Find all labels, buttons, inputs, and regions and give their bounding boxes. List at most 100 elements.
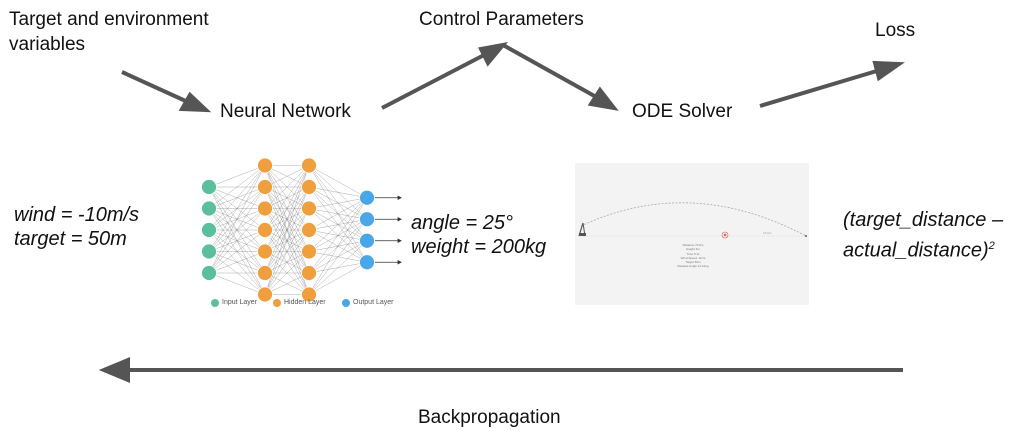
legend-input: Input Layer <box>211 298 257 308</box>
loss-formula-line1: (target_distance – <box>843 209 1004 231</box>
nn-connection <box>208 165 266 188</box>
target-env-label-line2: variables <box>9 34 86 55</box>
loss-formula-body: actual_distance) <box>843 239 989 262</box>
stat-time: Time 5.1s <box>686 251 700 256</box>
nn-connection <box>264 186 310 295</box>
legend-output-swatch <box>342 299 350 307</box>
nn-connection <box>264 165 310 274</box>
nn-connection <box>208 165 266 252</box>
stat-distance: Distance 72.0m <box>682 243 704 247</box>
distance-marker: 72.0m <box>763 231 772 235</box>
target-input: target = 50m <box>14 228 127 250</box>
simulation-stats: Distance 72.0m Height 4m Time 5.1s Wind … <box>663 243 723 269</box>
nn-connection <box>208 272 266 295</box>
nn-output-arrow-head <box>397 195 402 201</box>
legend-hidden: Hidden Layer <box>273 298 326 308</box>
nn-connection <box>264 208 310 295</box>
nn-hidden-node <box>257 286 273 303</box>
arrow-ode-to-loss <box>759 68 881 108</box>
target-env-label-line1: Target and environment <box>9 9 209 30</box>
nn-connection <box>208 229 266 274</box>
neural-network-label: Neural Network <box>220 101 351 122</box>
legend-output: Output Layer <box>342 298 393 308</box>
nn-hidden-node <box>257 200 273 217</box>
landing-point <box>805 235 807 237</box>
nn-connection <box>308 219 368 295</box>
nn-hidden-node <box>301 222 317 238</box>
nn-connection <box>308 262 368 295</box>
legend-hidden-swatch <box>273 299 281 307</box>
stat-target: Target 50m <box>685 260 701 265</box>
nn-connection <box>264 165 310 209</box>
nn-output-node <box>359 254 375 271</box>
nn-connection <box>308 240 368 295</box>
nn-hidden-node <box>301 179 317 195</box>
nn-connection <box>308 197 368 295</box>
arrow-ode-to-loss-head <box>872 60 905 82</box>
nn-connection <box>308 197 368 231</box>
nn-hidden-node <box>257 265 273 281</box>
nn-hidden-node <box>257 243 273 260</box>
trajectory-plot: 72.0m <box>578 202 807 239</box>
arrow-params-to-ode-head <box>587 86 619 111</box>
nn-connection <box>208 186 266 274</box>
nn-output-node <box>359 232 375 249</box>
weight-output: weight = 200kg <box>411 236 547 258</box>
legend-output-label: Output Layer <box>353 299 394 306</box>
nn-input-node <box>201 179 217 195</box>
nn-input-node <box>201 222 217 238</box>
stat-release-angle: Release Angle 12.1deg <box>677 264 709 269</box>
arrow-inputs-to-nn <box>121 70 191 105</box>
arrow-nn-to-params-head <box>478 42 509 67</box>
nn-input-node <box>201 265 217 281</box>
nn-connection <box>264 251 310 295</box>
nn-output-arrow-head <box>397 259 402 265</box>
nn-connection <box>264 272 310 295</box>
nn-hidden-node <box>257 222 273 238</box>
nn-hidden-node <box>301 157 317 174</box>
backpropagation-label: Backpropagation <box>418 407 561 428</box>
nn-input-node <box>201 200 217 217</box>
nn-hidden-node <box>257 179 273 195</box>
nn-connection <box>264 229 310 295</box>
arrow-nn-to-params <box>381 52 487 110</box>
ode-solver-label: ODE Solver <box>632 101 733 122</box>
legend-hidden-label: Hidden Layer <box>284 299 326 306</box>
ode-simulation-panel: 72.0m Distance 72.0m Height 4m Time 5.1s… <box>575 163 809 305</box>
nn-connection <box>308 165 368 198</box>
nn-output-node <box>359 189 375 206</box>
nn-connection <box>208 251 266 274</box>
nn-output-arrow-head <box>397 238 402 244</box>
control-parameters-label: Control Parameters <box>419 9 584 30</box>
target-marker-icon <box>721 231 729 239</box>
nn-connection <box>308 197 368 252</box>
nn-connection <box>264 165 310 252</box>
nn-connection <box>208 165 266 274</box>
stat-wind-speed: Wind Speed -4m/s <box>680 255 706 260</box>
loss-label: Loss <box>875 20 916 41</box>
legend-input-label: Input Layer <box>222 299 258 306</box>
nn-connection <box>264 165 310 231</box>
nn-connection <box>208 208 266 274</box>
loss-formula-line2: actual_distance)2 <box>843 234 995 263</box>
legend-input-swatch <box>211 299 219 307</box>
arrow-backprop-head <box>98 357 130 383</box>
nn-hidden-node <box>257 157 273 174</box>
nn-connection <box>308 186 368 198</box>
nn-connection <box>308 197 368 274</box>
trajectory-line <box>580 202 807 237</box>
nn-connection <box>208 165 266 231</box>
trebuchet-icon <box>578 222 586 237</box>
nn-hidden-node <box>301 286 317 303</box>
nn-connection <box>208 165 266 209</box>
angle-output: angle = 25° <box>411 212 513 234</box>
nn-connection <box>264 165 310 188</box>
nn-input-node <box>201 243 217 260</box>
wind-input: wind = -10m/s <box>14 204 140 226</box>
stat-height: Height 4m <box>686 247 700 252</box>
nn-output-arrow-head <box>397 216 402 222</box>
loss-formula-exponent: 2 <box>988 240 995 252</box>
nn-hidden-node <box>301 200 317 217</box>
